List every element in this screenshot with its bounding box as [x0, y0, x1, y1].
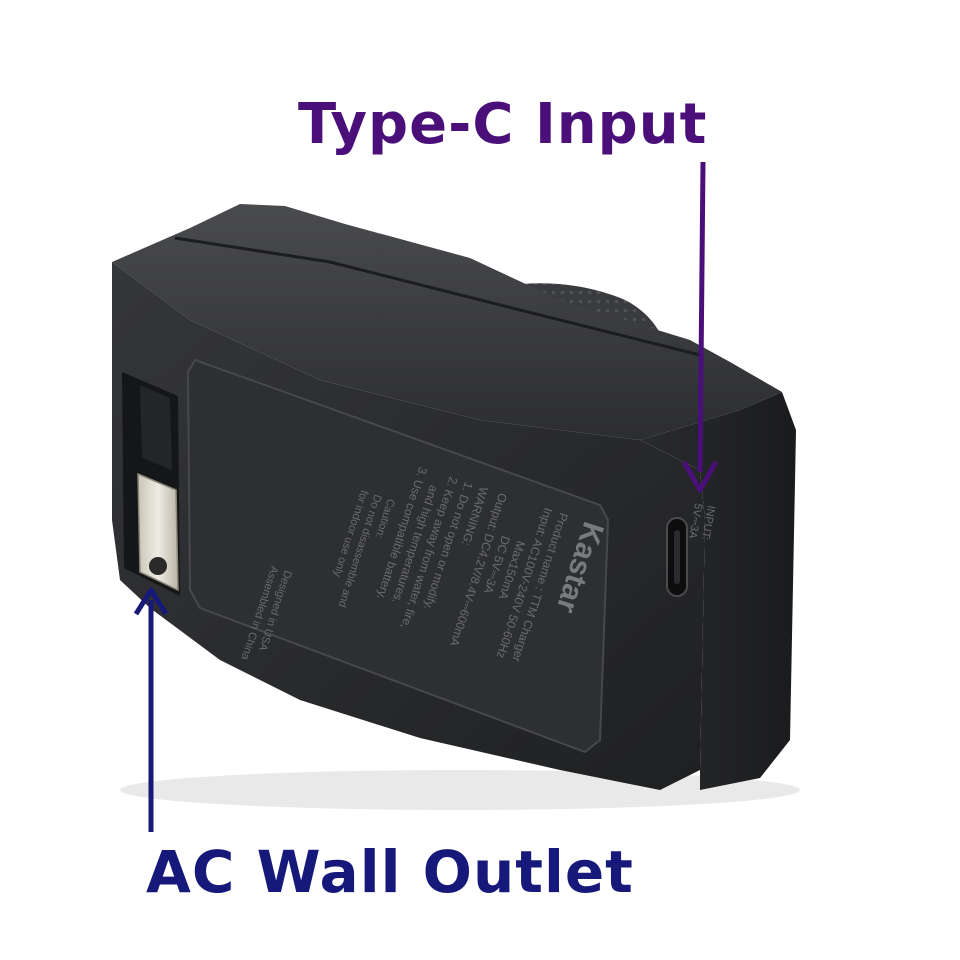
port-label-1: INPUT: — [699, 504, 717, 540]
embossed-label-panel — [186, 358, 610, 754]
ac-prong — [137, 472, 179, 592]
plug-hinge — [140, 385, 172, 470]
type-c-input-callout: Type-C Input — [298, 92, 708, 157]
ac-outlet-arrow — [133, 587, 169, 832]
seam-line — [174, 236, 701, 357]
type-c-arrow — [681, 161, 719, 493]
usb-c-port — [666, 517, 688, 597]
charger-top-face — [112, 204, 782, 440]
shadow — [120, 770, 800, 810]
ac-wall-outlet-callout: AC Wall Outlet — [146, 838, 634, 906]
charger-side-face — [640, 392, 796, 790]
